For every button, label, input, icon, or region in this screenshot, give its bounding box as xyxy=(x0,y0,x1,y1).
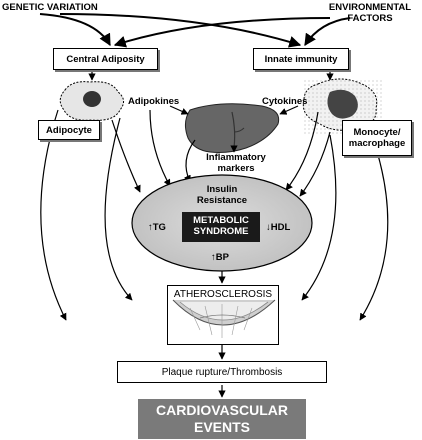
arrow-adipocyte-to-ellipse xyxy=(111,119,141,193)
adipocyte-box: Adipocyte xyxy=(38,120,100,140)
environmental-factors-label: ENVIRONMENTAL FACTORS xyxy=(322,2,418,24)
arrow-cytokines-to-liver xyxy=(279,105,299,115)
insulin-line2: Resistance xyxy=(196,195,248,206)
cardiovascular-line1: CARDIOVASCULAR xyxy=(156,402,288,418)
innate-immunity-label: Innate immunity xyxy=(264,53,338,65)
adipocyte-cell-illustration xyxy=(59,81,124,121)
innate-immunity-box: Innate immunity xyxy=(253,48,349,70)
monocyte-box: Monocyte/ macrophage xyxy=(342,120,412,156)
arrow-right-inner-to-atherosclerosis xyxy=(301,134,337,301)
central-adiposity-box: Central Adiposity xyxy=(53,48,158,70)
arrow-monocyte-to-ellipse xyxy=(299,131,331,197)
adipocyte-label: Adipocyte xyxy=(46,124,92,136)
arrow-genetic-to-immunity xyxy=(59,13,302,48)
hdl-label: ↓HDL xyxy=(266,222,291,233)
liver-illustration xyxy=(184,103,280,153)
metabolic-line1: METABOLIC xyxy=(193,215,249,226)
plaque-rupture-label: Plaque rupture/Thrombosis xyxy=(161,366,283,378)
arrow-left-outer-to-atherosclerosis xyxy=(40,109,67,321)
tg-label: ↑TG xyxy=(148,222,166,233)
arrow-cytokines-to-ellipse xyxy=(285,111,319,191)
metabolic-syndrome-label: METABOLIC SYNDROME xyxy=(182,215,260,237)
metabolic-syndrome-box xyxy=(182,212,260,242)
arrow-adipokines-to-ellipse xyxy=(149,109,171,187)
atherosclerosis-label: ATHEROSCLEROSIS xyxy=(173,289,273,300)
arrow-adipokines-to-liver xyxy=(169,105,189,115)
cardiovascular-events-box: CARDIOVASCULAR EVENTS xyxy=(138,399,306,439)
insulin-line1: Insulin xyxy=(206,184,238,195)
arrow-liver-to-ellipse xyxy=(184,139,196,183)
metabolic-line2: SYNDROME xyxy=(193,226,249,237)
cardiovascular-line2: EVENTS xyxy=(193,419,250,435)
central-adiposity-label: Central Adiposity xyxy=(66,53,145,65)
environmental-factors-line2: FACTORS xyxy=(347,13,393,24)
bp-label: ↑BP xyxy=(211,252,229,263)
arrow-environment-to-adiposity xyxy=(113,17,331,48)
inflammatory-line1: Inflammatory xyxy=(206,152,266,163)
inflammatory-markers-label: Inflammatory markers xyxy=(204,152,268,174)
monocyte-label-line1: Monocyte/ xyxy=(353,127,401,138)
arrow-environment-to-immunity xyxy=(304,17,351,47)
environmental-factors-line1: ENVIRONMENTAL xyxy=(328,2,412,13)
monocyte-label-line2: macrophage xyxy=(348,138,406,149)
cytokines-label: Cytokines xyxy=(262,96,308,107)
adipokines-label: Adipokines xyxy=(128,96,180,107)
inflammatory-line2: markers xyxy=(217,163,255,174)
atherosclerosis-box: ATHEROSCLEROSIS xyxy=(167,285,279,345)
plaque-rupture-box: Plaque rupture/Thrombosis xyxy=(117,361,327,383)
arrow-left-inner-to-atherosclerosis xyxy=(104,117,133,301)
arrow-right-outer-to-atherosclerosis xyxy=(359,129,389,321)
artery-illustration xyxy=(172,299,276,338)
insulin-resistance-label: Insulin Resistance xyxy=(186,184,258,206)
arrow-genetic-to-adiposity xyxy=(39,13,111,47)
genetic-variation-label: GENETIC VARIATION xyxy=(2,2,98,13)
